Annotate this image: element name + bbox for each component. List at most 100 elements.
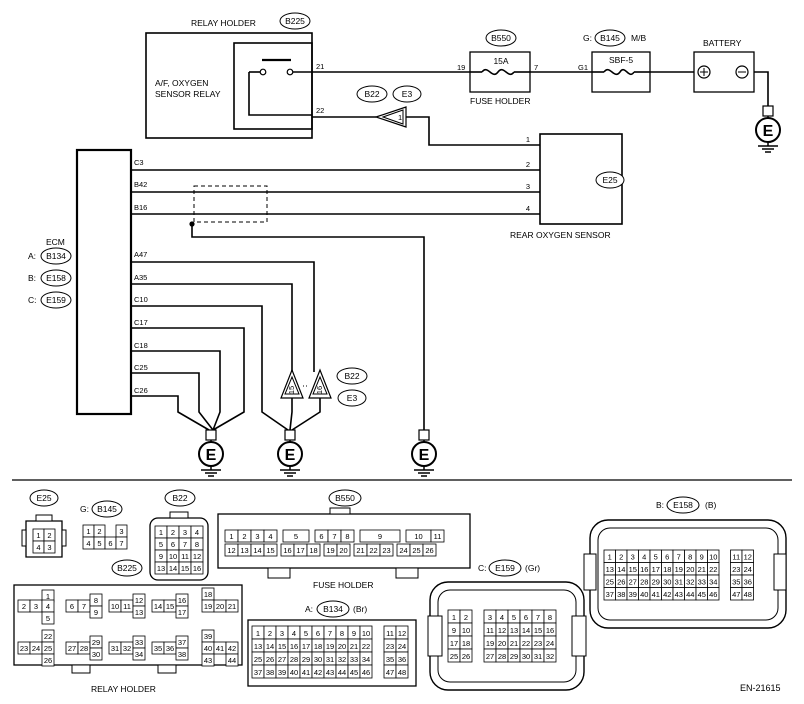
ecm-connector-e158: E158 — [40, 269, 72, 287]
wire-c17 — [131, 327, 245, 431]
pin-3: 3 — [631, 553, 635, 562]
pin-41: 41 — [216, 644, 224, 653]
pin-17: 17 — [302, 642, 310, 651]
pin-13: 13 — [606, 565, 614, 574]
pin-32: 32 — [123, 644, 131, 653]
pin-1: 1 — [452, 613, 456, 622]
pin-8: 8 — [688, 553, 692, 562]
pin-15: 15 — [266, 546, 274, 555]
pin-3: 3 — [488, 613, 492, 622]
ecm-pin-c26: C26 — [134, 386, 148, 395]
pin-32: 32 — [686, 578, 694, 587]
ecm-connector-e159-text: E159 — [46, 295, 66, 305]
pin-8: 8 — [548, 613, 552, 622]
pin-1: 1 — [229, 532, 233, 541]
sensor-pin-3: 3 — [526, 182, 530, 191]
pin-23: 23 — [732, 565, 740, 574]
pin-30: 30 — [522, 652, 530, 661]
e25-oval: E25 — [29, 489, 59, 507]
pin-4: 4 — [292, 629, 296, 638]
svg-text:16: 16 — [315, 386, 324, 394]
b134-oval-text: B134 — [323, 604, 343, 614]
pin-31: 31 — [326, 655, 334, 664]
pin-41: 41 — [302, 668, 310, 677]
b145-prefix: G: — [80, 504, 89, 514]
pin-9: 9 — [159, 552, 163, 561]
ground-letter: E — [285, 447, 296, 464]
pin-1: 1 — [86, 527, 90, 536]
svg-text:15: 15 — [287, 386, 296, 394]
relay-ref-oval: B225 — [279, 12, 311, 30]
pin-7: 7 — [332, 532, 336, 541]
connector-pin1-triangle: 1 — [374, 106, 407, 128]
e159-prefix: C: — [478, 563, 487, 573]
pin-18: 18 — [462, 639, 470, 648]
pin-19: 19 — [204, 602, 212, 611]
e159-suffix: (Gr) — [525, 563, 540, 573]
pin-40: 40 — [290, 668, 298, 677]
fuse-holder-label: FUSE HOLDER — [470, 96, 530, 106]
pin-40: 40 — [204, 644, 212, 653]
connector-e3-oval-2: E3 — [337, 389, 367, 407]
pin-35: 35 — [732, 578, 740, 587]
pin-14: 14 — [169, 564, 177, 573]
pin-14: 14 — [266, 642, 274, 651]
pin-2: 2 — [97, 527, 101, 536]
pin-9: 9 — [378, 532, 382, 541]
pin-16: 16 — [640, 565, 648, 574]
ecm-pin-c25: C25 — [134, 363, 148, 372]
pin-30: 30 — [663, 578, 671, 587]
b22-oval: B22 — [164, 489, 196, 507]
pin-17: 17 — [296, 546, 304, 555]
pin-2: 2 — [268, 629, 272, 638]
pin-35: 35 — [386, 655, 394, 664]
fuse-rating: 15A — [493, 56, 508, 66]
pin-39: 39 — [278, 668, 286, 677]
pin-13: 13 — [135, 608, 143, 617]
sbf-name: SBF-5 — [609, 55, 633, 65]
pin-1: 1 — [608, 553, 612, 562]
pin-24: 24 — [399, 546, 407, 555]
pin-26: 26 — [617, 578, 625, 587]
pin-44: 44 — [338, 668, 346, 677]
e158-prefix: B: — [656, 500, 664, 510]
pin-4: 4 — [46, 602, 50, 611]
pin-10: 10 — [414, 532, 422, 541]
pin-12: 12 — [498, 626, 506, 635]
pin-30: 30 — [314, 655, 322, 664]
ecm-box — [75, 148, 133, 416]
pin-38: 38 — [178, 650, 186, 659]
sensor-pin-4: 4 — [526, 204, 530, 213]
pin-34: 34 — [362, 655, 370, 664]
pin-24: 24 — [32, 644, 40, 653]
pin-46: 46 — [709, 590, 717, 599]
pin-39: 39 — [204, 632, 212, 641]
pin-28: 28 — [498, 652, 506, 661]
pin-34: 34 — [135, 650, 143, 659]
svg-text:1: 1 — [398, 113, 402, 122]
pin-1: 1 — [256, 629, 260, 638]
pin-15: 15 — [181, 564, 189, 573]
pin-29: 29 — [92, 638, 100, 647]
pin-38: 38 — [617, 590, 625, 599]
pin-28: 28 — [290, 655, 298, 664]
ecm-pin-c3: C3 — [134, 158, 144, 167]
e159-oval: E159 — [488, 559, 522, 577]
pin-42: 42 — [228, 644, 236, 653]
wire-c26 — [131, 395, 210, 431]
pin-36: 36 — [166, 644, 174, 653]
pin-5: 5 — [304, 629, 308, 638]
pin-16: 16 — [178, 596, 186, 605]
pin-5: 5 — [294, 532, 298, 541]
pin-21: 21 — [698, 565, 706, 574]
pin-2: 2 — [22, 602, 26, 611]
ground-icon-connector: E — [277, 429, 303, 477]
pin-19: 19 — [675, 565, 683, 574]
pin-48: 48 — [398, 668, 406, 677]
pin-33: 33 — [698, 578, 706, 587]
pin-5: 5 — [654, 553, 658, 562]
pin-18: 18 — [309, 546, 317, 555]
